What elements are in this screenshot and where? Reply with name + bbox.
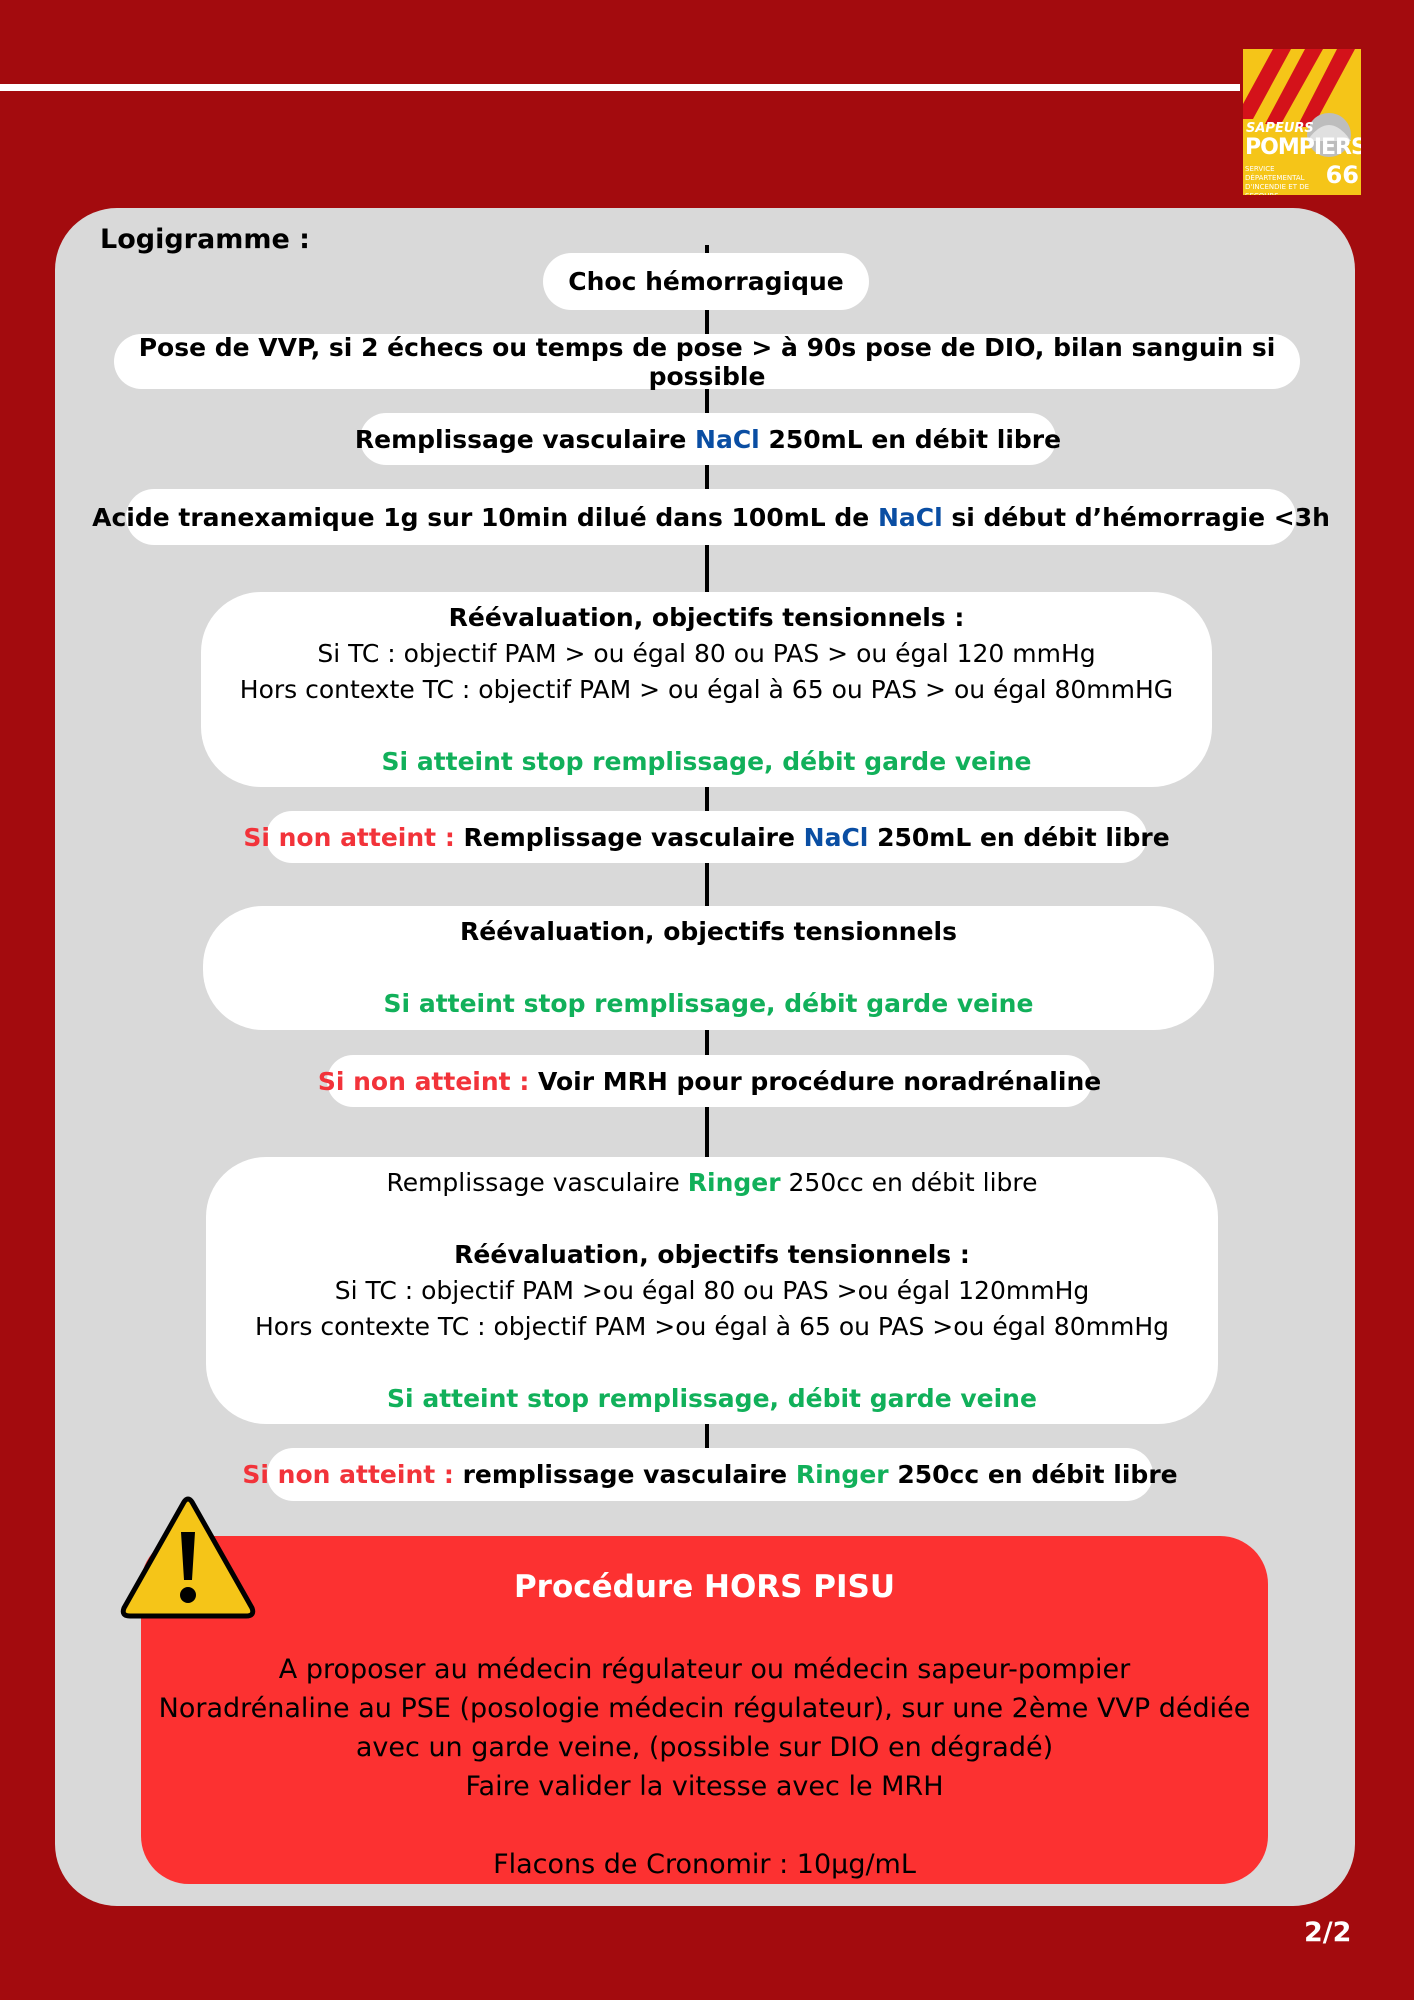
warning-text: Flacons de Cronomir : 10µg/mL (493, 1849, 916, 1880)
warning-text: Noradrénaline au PSE (posologie médecin … (158, 1693, 1251, 1724)
logo-text-pompiers: POMPIERS (1245, 135, 1361, 160)
connector (705, 1424, 709, 1448)
si-non-atteint-label: Si non atteint : (317, 1066, 539, 1096)
step-text: 250cc en débit libre (780, 1167, 1038, 1197)
step-heading: Réévaluation, objectifs tensionnels : (454, 1239, 970, 1269)
nacl-label: NaCl (803, 822, 869, 852)
step-text: Si TC : objectif PAM >ou égal 80 ou PAS … (334, 1275, 1090, 1305)
warning-body: A proposer au médecin régulateur ou méde… (141, 1650, 1268, 1884)
ringer-label: Ringer (795, 1460, 889, 1489)
logo-claw-marks (1243, 49, 1355, 157)
connector (705, 545, 709, 593)
step-pose-vvp: Pose de VVP, si 2 échecs ou temps de pos… (114, 332, 1300, 391)
page-number: 2/2 (1304, 1917, 1352, 1948)
connector (705, 388, 709, 414)
connector (705, 786, 709, 812)
step-text: Voir MRH pour procédure noradrénaline (538, 1066, 1102, 1096)
header-rule (0, 84, 1240, 91)
step-choc-hemorragique: Choc hémorragique (543, 253, 869, 310)
step-si-non-atteint-nacl: Si non atteint : Remplissage vasculaire … (243, 811, 1170, 863)
step-text: Hors contexte TC : objectif PAM >ou égal… (255, 1311, 1169, 1341)
logo-text-sapeurs: SAPEURS (1246, 121, 1314, 136)
step-text: 250mL en débit libre (759, 424, 1062, 454)
connector (705, 862, 709, 906)
warning-text: Faire valider la vitesse avec le MRH (465, 1771, 944, 1802)
warning-text: A proposer au médecin régulateur ou méde… (278, 1654, 1131, 1685)
ringer-label: Ringer (687, 1167, 781, 1197)
logo-number: 66 (1325, 161, 1359, 189)
warning-text: avec un garde veine, (possible sur DIO e… (355, 1732, 1054, 1763)
step-text: Hors contexte TC : objectif PAM > ou éga… (239, 674, 1174, 704)
step-text: Choc hémorragique (568, 267, 844, 296)
si-non-atteint-label: Si non atteint : (242, 1460, 463, 1489)
procedure-hors-pisu-box: Procédure HORS PISU A proposer au médeci… (141, 1536, 1268, 1884)
connector (705, 1030, 709, 1056)
step-success-text: Si atteint stop remplissage, débit garde… (387, 1383, 1037, 1413)
step-text: Si TC : objectif PAM > ou égal 80 ou PAS… (317, 638, 1096, 668)
warning-triangle-icon (120, 1496, 256, 1619)
step-success-text: Si atteint stop remplissage, débit garde… (381, 746, 1032, 776)
step-text: Remplissage vasculaire (386, 1167, 688, 1197)
step-reevaluation-1: Réévaluation, objectifs tensionnels : Si… (201, 592, 1212, 787)
nacl-label: NaCl (877, 502, 943, 532)
step-ringer-reevaluation: Remplissage vasculaire Ringer 250cc en d… (206, 1157, 1218, 1424)
step-success-text: Si atteint stop remplissage, débit garde… (383, 989, 1034, 1018)
step-si-non-atteint-ringer: Si non atteint : remplissage vasculaire … (242, 1448, 1178, 1501)
step-acide-tranexamique: Acide tranexamique 1g sur 10min dilué da… (92, 489, 1330, 545)
sdis66-logo: SAPEURS POMPIERS SERVICE DÉPARTEMENTAL D… (1243, 49, 1361, 195)
step-text: Remplissage vasculaire (354, 424, 696, 454)
step-text: Pose de VVP, si 2 échecs ou temps de pos… (138, 332, 1276, 391)
si-non-atteint-label: Si non atteint : (243, 822, 464, 852)
step-text: Acide tranexamique 1g sur 10min dilué da… (92, 502, 878, 532)
step-text: remplissage vasculaire (462, 1460, 796, 1489)
step-remplissage-nacl: Remplissage vasculaire NaCl 250mL en déb… (355, 413, 1061, 465)
step-reevaluation-2: Réévaluation, objectifs tensionnels Si a… (203, 906, 1214, 1030)
nacl-label: NaCl (695, 424, 760, 454)
step-text: 250cc en débit libre (888, 1460, 1178, 1489)
step-text: si début d’hémorragie <3h (942, 502, 1330, 532)
step-text: Remplissage vasculaire (463, 822, 804, 852)
step-heading: Réévaluation, objectifs tensionnels : (448, 602, 965, 632)
connector (705, 1106, 709, 1158)
warning-title: Procédure HORS PISU (513, 1569, 896, 1605)
connector (705, 464, 709, 490)
page-title: Logigramme : (100, 224, 310, 255)
step-voir-mrh: Si non atteint : Voir MRH pour procédure… (318, 1055, 1101, 1107)
step-heading: Réévaluation, objectifs tensionnels (460, 917, 957, 946)
step-text: 250mL en débit libre (868, 822, 1170, 852)
logo-text-sdis: SERVICE DÉPARTEMENTAL D'INCENDIE ET DE S… (1245, 165, 1310, 195)
